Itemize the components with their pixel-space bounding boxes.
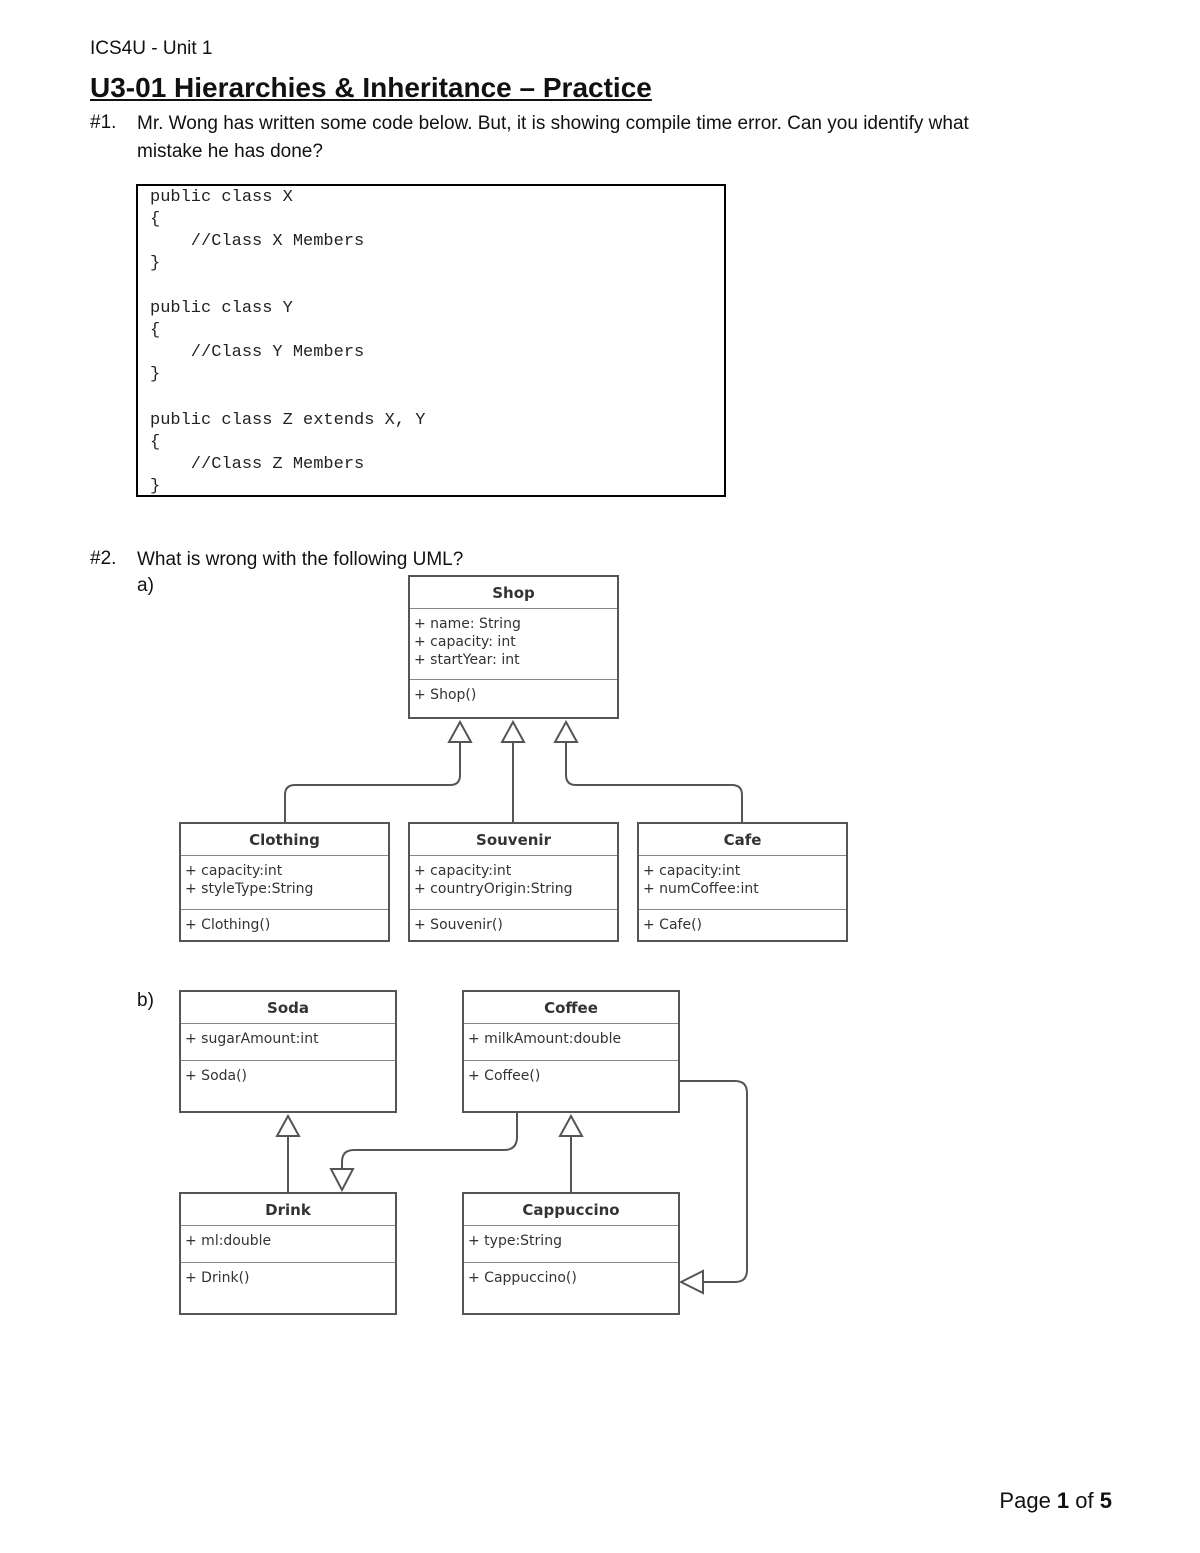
- page-total: 5: [1099, 1488, 1112, 1513]
- class-methods: + Cafe(): [639, 910, 846, 940]
- method: + Cappuccino(): [468, 1270, 577, 1286]
- method: + Coffee(): [468, 1068, 541, 1084]
- attribute: + sugarAmount:int: [185, 1031, 319, 1047]
- page-of-label: of: [1069, 1488, 1100, 1513]
- attribute: + capacity:int: [185, 863, 283, 879]
- inheritance-arrow-icon: [447, 719, 473, 743]
- question-1-number: #1.: [90, 112, 117, 133]
- class-name: Coffee: [464, 992, 678, 1024]
- code-line: }: [150, 254, 161, 273]
- inheritance-arrow-icon: [678, 1269, 704, 1295]
- class-attributes: + capacity:int + countryOrigin:String: [410, 856, 617, 910]
- class-methods: + Soda(): [181, 1061, 395, 1091]
- uml-class-souvenir: Souvenir + capacity:int + countryOrigin:…: [408, 822, 619, 942]
- attribute: + numCoffee:int: [643, 881, 759, 897]
- method: + Souvenir(): [414, 917, 503, 933]
- cafe-inheritance-line: [565, 742, 743, 823]
- attribute: + capacity:int: [414, 863, 512, 879]
- class-attributes: + sugarAmount:int: [181, 1024, 395, 1061]
- code-line: {: [150, 210, 161, 229]
- uml-class-coffee: Coffee + milkAmount:double + Coffee(): [462, 990, 680, 1113]
- class-attributes: + type:String: [464, 1226, 678, 1263]
- page-current: 1: [1056, 1488, 1070, 1513]
- attribute: + capacity: int: [414, 634, 516, 650]
- class-methods: + Coffee(): [464, 1061, 678, 1091]
- page-label: Page: [999, 1488, 1057, 1513]
- method: + Cafe(): [643, 917, 703, 933]
- part-b-label: b): [137, 990, 154, 1011]
- code-line: {: [150, 321, 161, 340]
- uml-class-cafe: Cafe + capacity:int + numCoffee:int + Ca…: [637, 822, 848, 942]
- class-attributes: + capacity:int + numCoffee:int: [639, 856, 846, 910]
- attribute: + startYear: int: [414, 652, 520, 668]
- class-name: Cappuccino: [464, 1194, 678, 1226]
- class-name: Clothing: [181, 824, 388, 856]
- class-methods: + Drink(): [181, 1263, 395, 1293]
- page-title: U3-01 Hierarchies & Inheritance – Practi…: [90, 72, 652, 103]
- method: + Soda(): [185, 1068, 248, 1084]
- method: + Shop(): [414, 687, 477, 703]
- inheritance-arrow-icon: [500, 719, 526, 743]
- attribute: + type:String: [468, 1233, 562, 1249]
- uml-class-cappuccino: Cappuccino + type:String + Cappuccino(): [462, 1192, 680, 1315]
- attribute: + capacity:int: [643, 863, 741, 879]
- method: + Drink(): [185, 1270, 250, 1286]
- class-methods: + Clothing(): [181, 910, 388, 940]
- question-1-text-line2: mistake he has done?: [137, 141, 323, 162]
- class-name: Cafe: [639, 824, 846, 856]
- attribute: + name: String: [414, 616, 521, 632]
- code-line: public class Z extends X, Y: [150, 411, 426, 430]
- class-methods: + Cappuccino(): [464, 1263, 678, 1293]
- class-name: Drink: [181, 1194, 395, 1226]
- attribute: + milkAmount:double: [468, 1031, 622, 1047]
- class-name: Soda: [181, 992, 395, 1024]
- part-a-label: a): [137, 575, 154, 596]
- coffee-to-drink-line: [341, 1112, 518, 1169]
- uml-class-soda: Soda + sugarAmount:int + Soda(): [179, 990, 397, 1113]
- code-line: //Class Y Members: [150, 343, 365, 362]
- attribute: + ml:double: [185, 1233, 272, 1249]
- uml-class-drink: Drink + ml:double + Drink(): [179, 1192, 397, 1315]
- inheritance-arrow-icon: [329, 1168, 355, 1193]
- code-line: }: [150, 365, 161, 384]
- class-attributes: + milkAmount:double: [464, 1024, 678, 1061]
- inheritance-arrow-icon: [558, 1113, 584, 1137]
- class-attributes: + capacity:int + styleType:String: [181, 856, 388, 910]
- inheritance-arrow-icon: [553, 719, 579, 743]
- attribute: + styleType:String: [185, 881, 314, 897]
- question-2-number: #2.: [90, 548, 117, 569]
- method: + Clothing(): [185, 917, 271, 933]
- code-line: public class X: [150, 188, 293, 207]
- code-line: }: [150, 477, 161, 496]
- code-line: //Class Z Members: [150, 455, 365, 474]
- class-methods: + Souvenir(): [410, 910, 617, 940]
- code-block: public class X { //Class X Members } pub…: [136, 184, 726, 497]
- class-attributes: + ml:double: [181, 1226, 395, 1263]
- code-line: public class Y: [150, 299, 293, 318]
- inheritance-arrow-icon: [275, 1113, 301, 1137]
- attribute: + countryOrigin:String: [414, 881, 573, 897]
- class-methods: + Shop(): [410, 680, 617, 710]
- clothing-inheritance-line: [284, 742, 461, 823]
- class-name: Souvenir: [410, 824, 617, 856]
- uml-class-shop: Shop + name: String + capacity: int + st…: [408, 575, 619, 719]
- code-line: {: [150, 433, 161, 452]
- coffee-to-cappuccino-line: [679, 1080, 748, 1283]
- question-2-text: What is wrong with the following UML?: [137, 549, 464, 570]
- uml-class-clothing: Clothing + capacity:int + styleType:Stri…: [179, 822, 390, 942]
- class-attributes: + name: String + capacity: int + startYe…: [410, 609, 617, 680]
- class-name: Shop: [410, 577, 617, 609]
- question-1-text-line1: Mr. Wong has written some code below. Bu…: [137, 113, 969, 134]
- course-header: ICS4U - Unit 1: [90, 38, 213, 59]
- code-line: //Class X Members: [150, 232, 365, 251]
- page-number: Page 1 of 5: [999, 1488, 1112, 1514]
